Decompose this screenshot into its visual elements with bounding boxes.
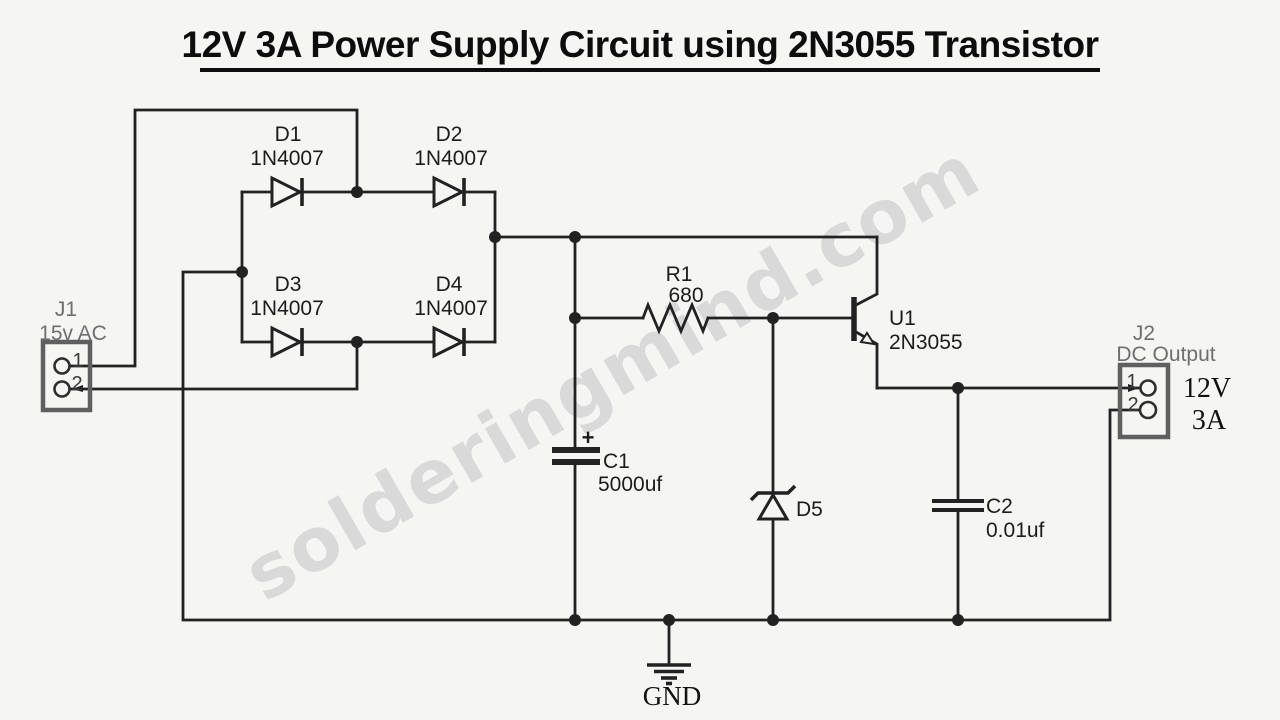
junction-dot	[767, 614, 779, 626]
diode-d3-value: 1N4007	[250, 297, 324, 320]
diode-d4-ref: D4	[436, 273, 463, 296]
junction-dots	[236, 186, 964, 626]
page-title: 12V 3A Power Supply Circuit using 2N3055…	[182, 24, 1099, 65]
resistor-r1-value: 680	[668, 284, 703, 307]
connector-j2-label: DC Output	[1116, 343, 1215, 366]
junction-dot	[569, 312, 581, 324]
transistor-u1-emitter-arrow	[859, 331, 877, 346]
connector-j1-pin2-arrow-icon	[72, 385, 83, 392]
output-voltage-label: 12V	[1183, 373, 1231, 404]
diode-d2: D2 1N4007	[414, 123, 488, 209]
diode-d1-value: 1N4007	[250, 147, 324, 170]
connector-j1-pin1-circle	[53, 357, 71, 375]
capacitor-c1: + C1 5000uf	[552, 425, 662, 496]
ground-label: GND	[643, 681, 702, 711]
transistor-u1-value: 2N3055	[889, 331, 963, 354]
diode-d4: D4 1N4007	[414, 273, 488, 359]
diode-d4-value: 1N4007	[414, 297, 488, 320]
transistor-u1-ref: U1	[889, 307, 916, 330]
zener-d5-cathode-bar	[749, 484, 797, 502]
diode-d1-ref: D1	[275, 123, 302, 146]
connector-j1-box	[40, 339, 93, 413]
resistor-r1: R1 680	[641, 263, 710, 335]
diode-d3-ref: D3	[275, 273, 302, 296]
connector-j1-ref: J1	[55, 298, 77, 321]
junction-dot	[663, 614, 675, 626]
connector-j1: 1 2 J1 15v AC	[39, 298, 107, 413]
capacitor-c1-value: 5000uf	[598, 473, 662, 496]
connector-j2-pin1-circle	[1139, 379, 1157, 397]
wire-ground-loop	[181, 270, 1142, 622]
diode-d2-triangle	[432, 175, 466, 209]
diode-d1-triangle	[270, 175, 304, 209]
junction-dot	[351, 336, 363, 348]
capacitor-c2: C2 0.01uf	[932, 495, 1045, 542]
diode-d3: D3 1N4007	[250, 273, 324, 359]
capacitor-c2-ref: C2	[986, 495, 1013, 518]
ground-symbol: GND	[643, 663, 702, 711]
junction-dot	[952, 382, 964, 394]
junction-dot	[767, 312, 779, 324]
wire-emitter	[854, 330, 879, 390]
zener-d5-triangle	[756, 492, 790, 521]
output-current-label: 3A	[1192, 405, 1227, 436]
junction-dot	[569, 231, 581, 243]
connector-j2-pin2-number: 2	[1127, 394, 1138, 416]
diode-d4-triangle	[432, 325, 466, 359]
connector-j2-pin1-arrow-icon	[1128, 384, 1139, 392]
zener-d5-ref: D5	[796, 498, 823, 521]
connector-j1-pin1-number: 1	[72, 350, 83, 372]
junction-dot	[952, 614, 964, 626]
diode-d2-value: 1N4007	[414, 147, 488, 170]
connector-j1-label: 15v AC	[39, 322, 107, 345]
capacitor-c2-value: 0.01uf	[986, 519, 1045, 542]
connector-j1-pin2-number: 2	[71, 373, 82, 395]
connector-j2: 1 2 J2 DC Output 12V 3A	[1116, 322, 1231, 440]
diode-d3-triangle	[270, 325, 304, 359]
capacitor-c1-ref: C1	[603, 450, 630, 473]
zener-d5: D5	[749, 484, 823, 521]
junction-dot	[569, 614, 581, 626]
wire-collector	[854, 235, 879, 307]
resistor-r1-zigzag	[641, 301, 710, 335]
connector-j2-box	[1117, 362, 1171, 440]
capacitor-c1-bottom-plate	[552, 459, 600, 465]
transistor-u1: U1 2N3055	[851, 297, 963, 354]
connector-j1-pin2-circle	[53, 380, 71, 398]
connector-j2-pin2-circle	[1138, 400, 1158, 420]
diode-d2-ref: D2	[436, 123, 463, 146]
diode-d1: D1 1N4007	[250, 123, 324, 209]
junction-dot	[351, 186, 363, 198]
connector-j2-ref: J2	[1133, 322, 1155, 345]
capacitor-c1-top-plate	[552, 447, 600, 453]
resistor-r1-ref: R1	[666, 263, 693, 286]
junction-dot	[236, 266, 248, 278]
wire-j1-pin1-to-bridge	[68, 108, 359, 368]
connector-j2-pin1-number: 1	[1126, 371, 1137, 393]
wire-j1-pin2-to-bridge	[68, 340, 359, 391]
capacitor-c1-polarity: +	[582, 425, 595, 450]
junction-dot	[489, 231, 501, 243]
